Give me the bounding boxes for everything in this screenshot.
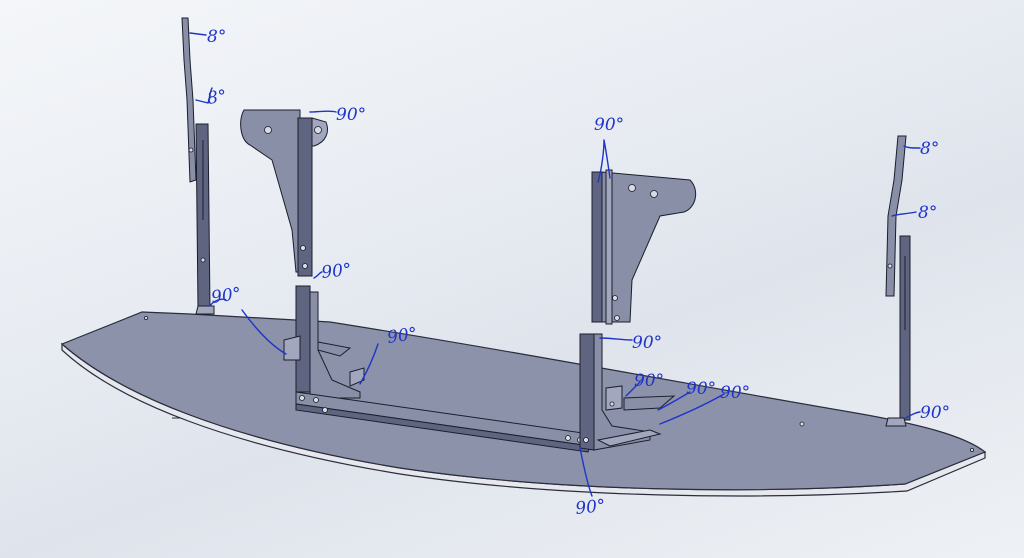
angle-note-left-strut-foot: 90° [210,284,243,308]
right-lower-bracket [579,333,676,451]
left-lower-bracket [283,285,365,399]
base-plate-top-face [60,311,987,491]
angle-note-left-upper-bracket: 90° [336,105,366,125]
annotation-labels: 8° 8° 90° 90° 90° 90° 90° 90° 90° 90° 90… [206,27,950,519]
angle-note-right-upper-bracket: 90° [594,115,624,135]
right-strut [885,135,911,427]
angle-note-right-strut-bend: 8° [918,203,937,223]
angle-note-left-strut-bend: 8° [206,86,228,108]
angle-note-right-lower-tab: 90° [634,371,664,391]
right-upper-bracket [591,169,697,325]
angle-note-left-upper-bracket-foot: 90° [320,260,352,283]
base-plate [60,311,987,497]
angle-note-bottom-rail: 90° [574,496,606,519]
left-strut [181,17,215,315]
angle-note-left-lower-bracket: 90° [386,324,419,348]
annotation-leaders [189,32,921,497]
angle-note-right-lower-flange: 90° [686,379,716,399]
angle-note-left-strut-top: 8° [207,27,226,47]
angle-note-right-strut-top: 8° [920,139,939,159]
angle-note-right-lower-bracket-top: 90° [632,333,662,353]
bottom-rail [295,391,591,453]
left-upper-bracket [240,109,328,277]
angle-note-right-strut-foot: 90° [920,403,950,423]
angle-note-right-lower-edge: 90° [720,383,750,403]
